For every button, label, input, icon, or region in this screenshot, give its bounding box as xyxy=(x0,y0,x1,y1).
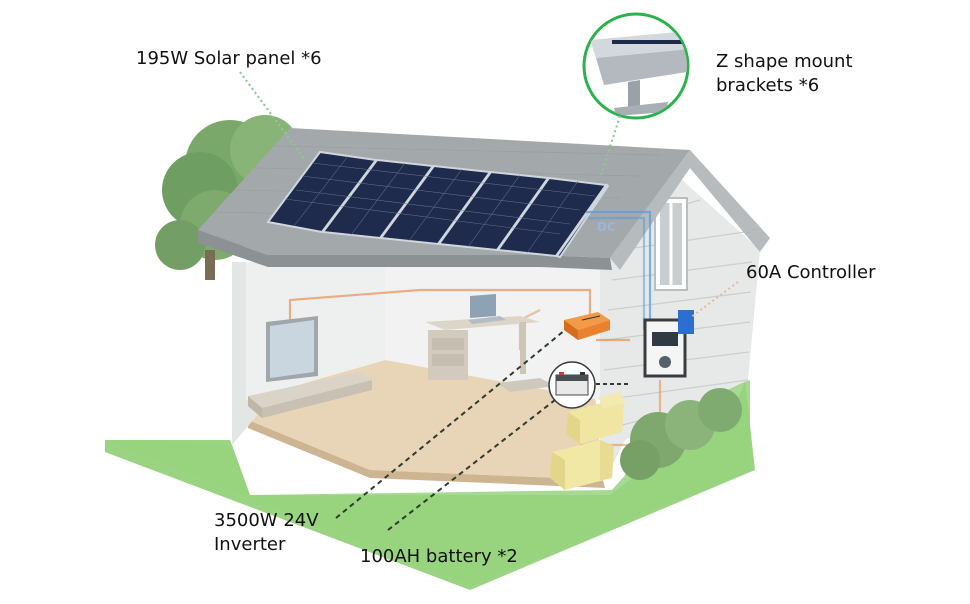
solar-panel-label: 195W Solar panel *6 xyxy=(136,47,322,71)
bracket-label-line1: Z shape mount xyxy=(716,50,853,74)
controller-label: 60A Controller xyxy=(746,261,875,285)
dc-wire-label: DC xyxy=(597,220,616,234)
bracket-callout xyxy=(584,14,712,118)
tv-icon xyxy=(266,316,318,382)
bracket-label-line2: brackets *6 xyxy=(716,74,819,98)
inverter-label-line2: Inverter xyxy=(214,533,285,557)
battery-icon xyxy=(549,362,595,408)
inverter-label-line1: 3500W 24V xyxy=(214,509,319,533)
battery-label: 100AH battery *2 xyxy=(360,545,518,569)
